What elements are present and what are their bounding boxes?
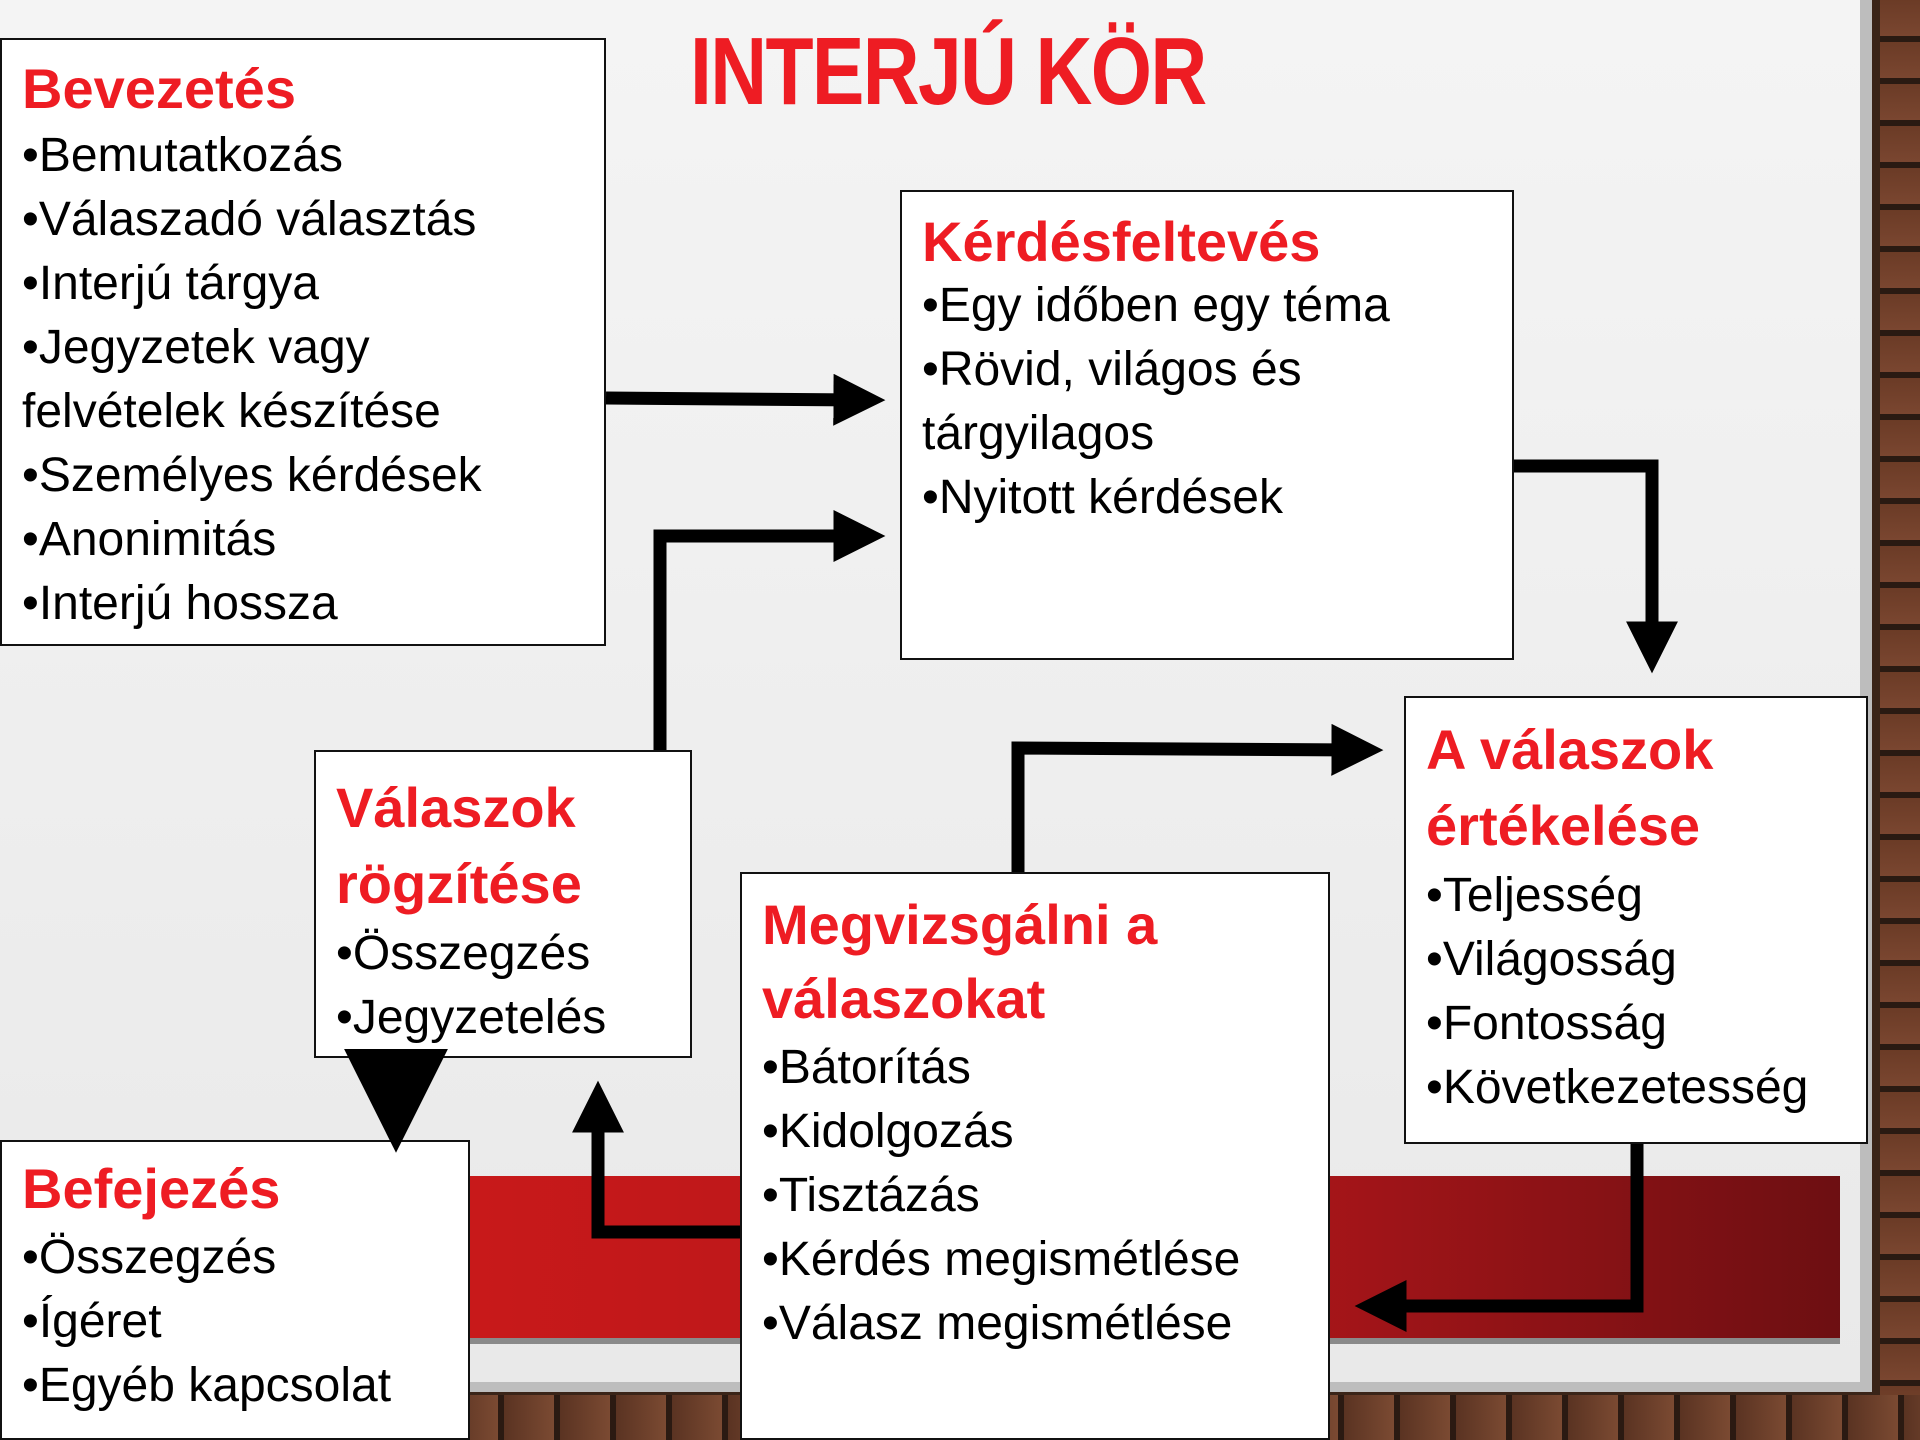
box-befejezes: Befejezés Összegzés Ígéret Egyéb kapcsol… bbox=[0, 1140, 470, 1440]
list-item: Kidolgozás bbox=[762, 1100, 1308, 1164]
list-item: Tisztázás bbox=[762, 1164, 1308, 1228]
list-item: Egyéb kapcsolat bbox=[22, 1354, 448, 1418]
list-item: Kérdés megismétlése bbox=[762, 1228, 1308, 1292]
box-ertekeles: A válaszok értékelése Teljesség Világoss… bbox=[1404, 696, 1868, 1144]
box-heading: A válaszok értékelése bbox=[1426, 718, 1714, 857]
list-item: Világosság bbox=[1426, 928, 1846, 992]
list-item: Következetesség bbox=[1426, 1056, 1846, 1120]
list-item: Nyitott kérdések bbox=[922, 466, 1492, 530]
list-item: Válaszadó választás bbox=[22, 188, 584, 252]
list-item: Teljesség bbox=[1426, 864, 1846, 928]
brick-wall-right bbox=[1880, 0, 1920, 1440]
list-item: Anonimitás bbox=[22, 508, 584, 572]
slide-title: INTERJÚ KÖR bbox=[690, 18, 1207, 125]
box-kerdesfeltevés: Kérdésfeltevés Egy időben egy téma Rövid… bbox=[900, 190, 1514, 660]
list-item: Interjú hossza bbox=[22, 572, 584, 636]
box-heading: Kérdésfeltevés bbox=[922, 210, 1321, 273]
list-item: Jegyzetelés bbox=[336, 986, 670, 1050]
list-item: Fontosság bbox=[1426, 992, 1846, 1056]
box-rogzitese: Válaszok rögzítése Összegzés Jegyzetelés bbox=[314, 750, 692, 1058]
box-megvizsgalni: Megvizsgálni a válaszokat Bátorítás Kido… bbox=[740, 872, 1330, 1440]
list-item: Rövid, világos és tárgyilagos bbox=[922, 338, 1492, 466]
list-item: Interjú tárgya bbox=[22, 252, 584, 316]
box-bevezetes: Bevezetés Bemutatkozás Válaszadó választ… bbox=[0, 38, 606, 646]
list-item: Bátorítás bbox=[762, 1036, 1308, 1100]
box-heading: Megvizsgálni a válaszokat bbox=[762, 893, 1158, 1030]
list-item: Válasz megismétlése bbox=[762, 1292, 1308, 1356]
list-item: Egy időben egy téma bbox=[922, 274, 1492, 338]
list-item: Bemutatkozás bbox=[22, 124, 584, 188]
box-heading: Befejezés bbox=[22, 1157, 281, 1220]
list-item: Jegyzetek vagy felvételek készítése bbox=[22, 316, 584, 444]
list-item: Összegzés bbox=[22, 1226, 448, 1290]
box-heading: Válaszok rögzítése bbox=[336, 776, 582, 915]
list-item: Személyes kérdések bbox=[22, 444, 584, 508]
list-item: Ígéret bbox=[22, 1290, 448, 1354]
list-item: Összegzés bbox=[336, 922, 670, 986]
box-heading: Bevezetés bbox=[22, 57, 296, 120]
